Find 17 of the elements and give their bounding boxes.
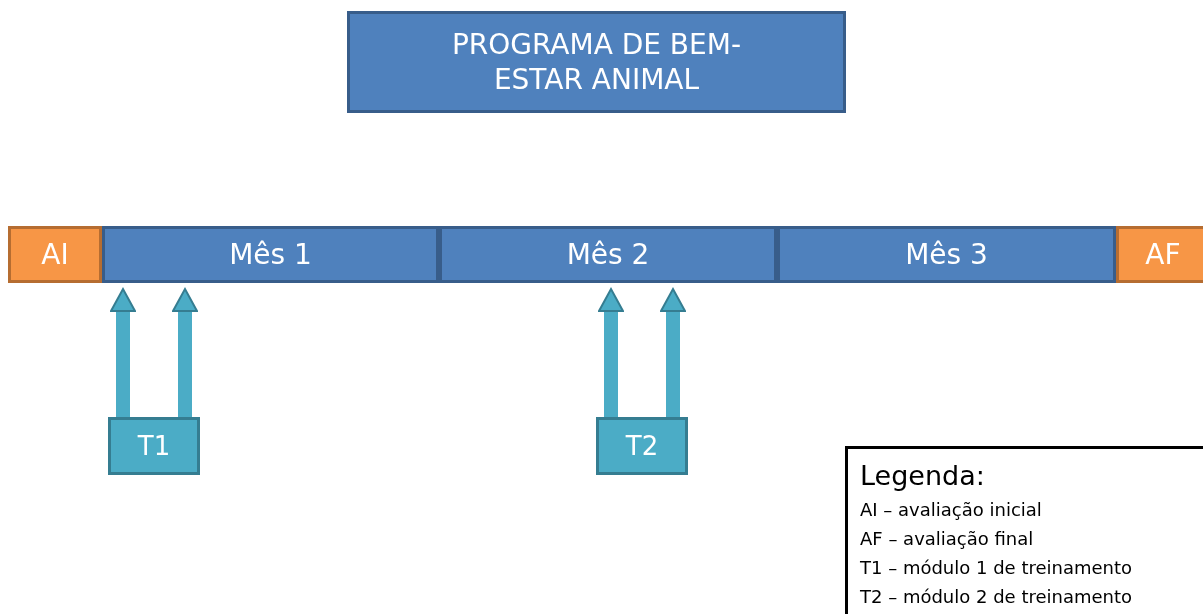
timeline-segment: Mês 3: [777, 226, 1116, 283]
legend-heading: Legenda:: [860, 459, 986, 493]
block-arrow: [172, 288, 198, 417]
title-box: PROGRAMA DE BEM-ESTAR ANIMAL: [347, 11, 846, 113]
block-arrow: [660, 288, 686, 417]
legend-entry: T1 – módulo 1 de treinamento: [860, 556, 1134, 580]
training-box: T2: [596, 417, 688, 475]
timeline-segment: Mês 1: [102, 226, 439, 283]
timeline-segment: AI: [8, 226, 102, 283]
timeline-segment: AF: [1116, 226, 1203, 283]
legend-entry: T2 – módulo 2 de treinamento: [860, 585, 1134, 609]
training-box: T1: [108, 417, 200, 475]
block-arrow: [110, 288, 136, 417]
timeline-segment: Mês 2: [439, 226, 777, 283]
block-arrow: [598, 288, 624, 417]
legend-entry: AI – avaliação inicial: [860, 498, 1043, 522]
legend-entry: AF – avaliação final: [860, 527, 1035, 551]
